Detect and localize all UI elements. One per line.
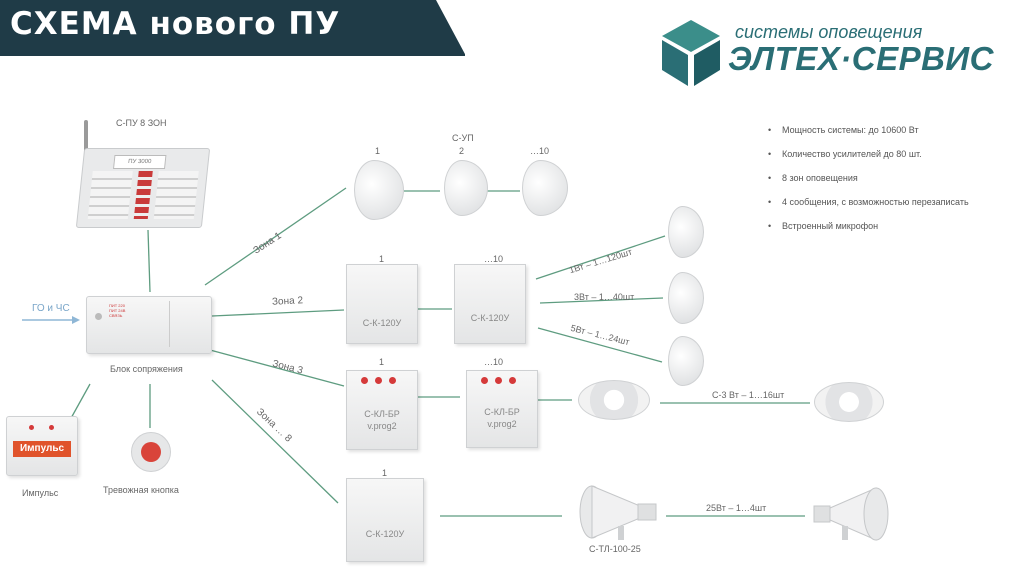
- link-impulse: [69, 383, 91, 421]
- impulse-led-icon: [49, 425, 54, 430]
- r2-num-2: …10: [484, 254, 504, 264]
- horn-label: С-ТЛ-100-25: [589, 544, 641, 554]
- r1-num-1: 1: [375, 146, 381, 156]
- logo-subtitle: системы оповещения: [735, 22, 923, 42]
- ceiling-speaker: [578, 380, 650, 420]
- block-screw-icon: [95, 313, 102, 320]
- amp-led-icon: [361, 377, 368, 384]
- feature-item: 8 зон оповещения: [766, 173, 1006, 184]
- amplifier-label: С-КЛ-БР: [364, 409, 400, 419]
- amp-led-icon: [495, 377, 502, 384]
- wall-speaker: [354, 160, 404, 220]
- feature-item: Встроенный микрофон: [766, 221, 1006, 232]
- page-title: СХЕМА нового ПУ: [10, 6, 341, 42]
- wall-speaker: [668, 272, 704, 324]
- go-arrow-head: [72, 316, 80, 324]
- link-r2-line3: [537, 327, 663, 363]
- block-panel: [169, 301, 206, 347]
- horn-speaker-icon: [813, 487, 889, 541]
- link-pu-block: [147, 229, 151, 293]
- feature-item: Мощность системы: до 10600 Вт: [766, 125, 1006, 136]
- impulse-device: Импульс: [6, 416, 78, 476]
- pu-label: С-ПУ 8 ЗОН: [116, 118, 167, 128]
- link-zone2: [211, 309, 345, 317]
- pu-keys-right: [153, 171, 199, 219]
- r4-num-1: 1: [382, 468, 388, 478]
- amplifier-box: С-К-120У: [346, 478, 424, 562]
- amplifier-label-sub: v.prog2: [487, 419, 517, 429]
- wall-speaker: [522, 160, 568, 216]
- amp-led-icon: [375, 377, 382, 384]
- r2-line-2-label: 3Вт – 1…40шт: [574, 292, 635, 302]
- amplifier-box: С-К-120У: [454, 264, 526, 344]
- wall-speaker: [668, 336, 704, 386]
- impulse-label: Импульс: [22, 488, 59, 498]
- amplifier-label-sub: v.prog2: [367, 421, 397, 431]
- amplifier-label: С-К-120У: [362, 318, 402, 328]
- amp-led-icon: [389, 377, 396, 384]
- r4-line-label: 25Вт – 1…4шт: [706, 503, 767, 513]
- alarm-button-icon: [141, 442, 161, 462]
- company-logo-icon: [662, 20, 720, 86]
- microphone-icon: [84, 120, 88, 156]
- r3-num-1: 1: [379, 357, 385, 367]
- alarm-button: [131, 432, 171, 472]
- amplifier-label: С-КЛ-БР: [484, 407, 520, 417]
- r1-sup-label: С-УП: [452, 133, 474, 143]
- r3-num-2: …10: [484, 357, 504, 367]
- block-label: Блок сопряжения: [110, 364, 183, 374]
- pu-keys-left: [87, 171, 133, 219]
- r1-num-3: …10: [530, 146, 550, 156]
- pu-zone-buttons: [133, 171, 153, 219]
- r1-num-2: 2: [459, 146, 465, 156]
- ceiling-speaker: [814, 382, 884, 422]
- wall-speaker: [668, 206, 704, 258]
- wall-speaker: [444, 160, 488, 216]
- horn-speaker-icon: [579, 485, 657, 540]
- link-zone1: [204, 187, 347, 286]
- amplifier-label: С-К-120У: [365, 529, 405, 539]
- feature-list: Мощность системы: до 10600 Вт Количество…: [766, 125, 1006, 245]
- impulse-brand-plate: Импульс: [13, 441, 71, 457]
- link-r2-line1: [535, 235, 666, 280]
- impulse-led-icon: [29, 425, 34, 430]
- feature-item: Количество усилителей до 80 шт.: [766, 149, 1006, 160]
- amplifier-box: С-К-120У: [346, 264, 418, 344]
- alarm-label: Тревожная кнопка: [103, 485, 179, 495]
- amplifier-box: С-КЛ-БР v.prog2: [466, 370, 538, 448]
- amplifier-label: С-К-120У: [470, 313, 510, 323]
- pu-screen: ПУ 3000: [112, 155, 167, 169]
- r3-ceiling-label: С-3 Вт – 1…16шт: [712, 390, 785, 400]
- amp-led-icon: [481, 377, 488, 384]
- link-r2-line2: [539, 297, 664, 304]
- link-zone8: [211, 379, 339, 504]
- title-bar: [0, 0, 466, 56]
- amplifier-box: С-КЛ-БР v.prog2: [346, 370, 418, 450]
- link-zone3: [209, 349, 345, 387]
- pu-console: ПУ 3000: [75, 148, 211, 228]
- logo-name: ЭЛТЕХ·СЕРВИС: [728, 40, 994, 77]
- r2-num-1: 1: [379, 254, 385, 264]
- feature-item: 4 сообщения, с возможностью перезаписать: [766, 197, 1006, 208]
- go-label: ГО и ЧС: [32, 303, 70, 314]
- amp-led-icon: [509, 377, 516, 384]
- zone-2-label: Зона 2: [271, 295, 304, 308]
